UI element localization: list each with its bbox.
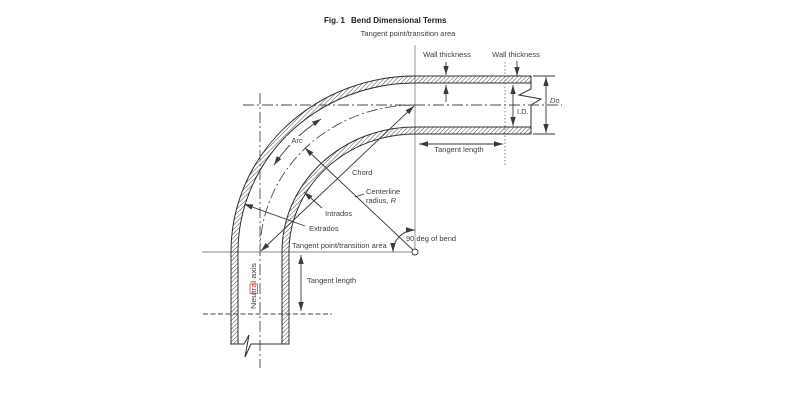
neutral-axis-marked-box	[249, 283, 258, 294]
extrados-wall	[230, 75, 532, 345]
label-bend-angle: 90 deg of bend	[406, 234, 456, 243]
figure-number: Fig. 1	[324, 16, 345, 25]
label-tangent-length-bottom: Tangent length	[307, 276, 356, 285]
label-wall-thickness-left: Wall thickness	[423, 50, 471, 59]
extrados-leader-arrow	[243, 203, 306, 227]
bend-angle-arc	[390, 227, 416, 253]
pipe-break-bottom	[230, 334, 289, 358]
label-intrados: Intrados	[325, 209, 352, 218]
label-neutral-axis: Neutral axis	[249, 263, 258, 309]
label-centerline-radius-line2: radius, R	[366, 196, 397, 205]
arc-label-background	[286, 136, 308, 145]
label-wall-thickness-right: Wall thickness	[492, 50, 540, 59]
label-tangent-point-bottom: Tangent point/transition area	[292, 241, 387, 250]
label-outside-diameter: Do	[550, 96, 560, 105]
intrados-leader-arrow	[303, 191, 323, 209]
bend-center-point	[411, 248, 419, 256]
centerline-radius-line	[304, 147, 414, 251]
label-inside-diameter: I.D.	[517, 107, 529, 116]
label-tangent-length-top: Tangent length	[434, 145, 483, 154]
pipe-break-right	[517, 76, 543, 134]
label-extrados: Extrados	[309, 224, 339, 233]
label-tangent-point-top: Tangent point/transition area	[361, 29, 456, 38]
label-arc: Arc	[291, 136, 303, 145]
centerline-radius-leader	[354, 193, 365, 198]
figure-title: Bend Dimensional Terms	[351, 16, 447, 25]
label-centerline-radius-line1: Centerline	[366, 187, 400, 196]
label-chord: Chord	[352, 168, 372, 177]
svg-text:Neutral axis: Neutral axis	[249, 263, 258, 309]
